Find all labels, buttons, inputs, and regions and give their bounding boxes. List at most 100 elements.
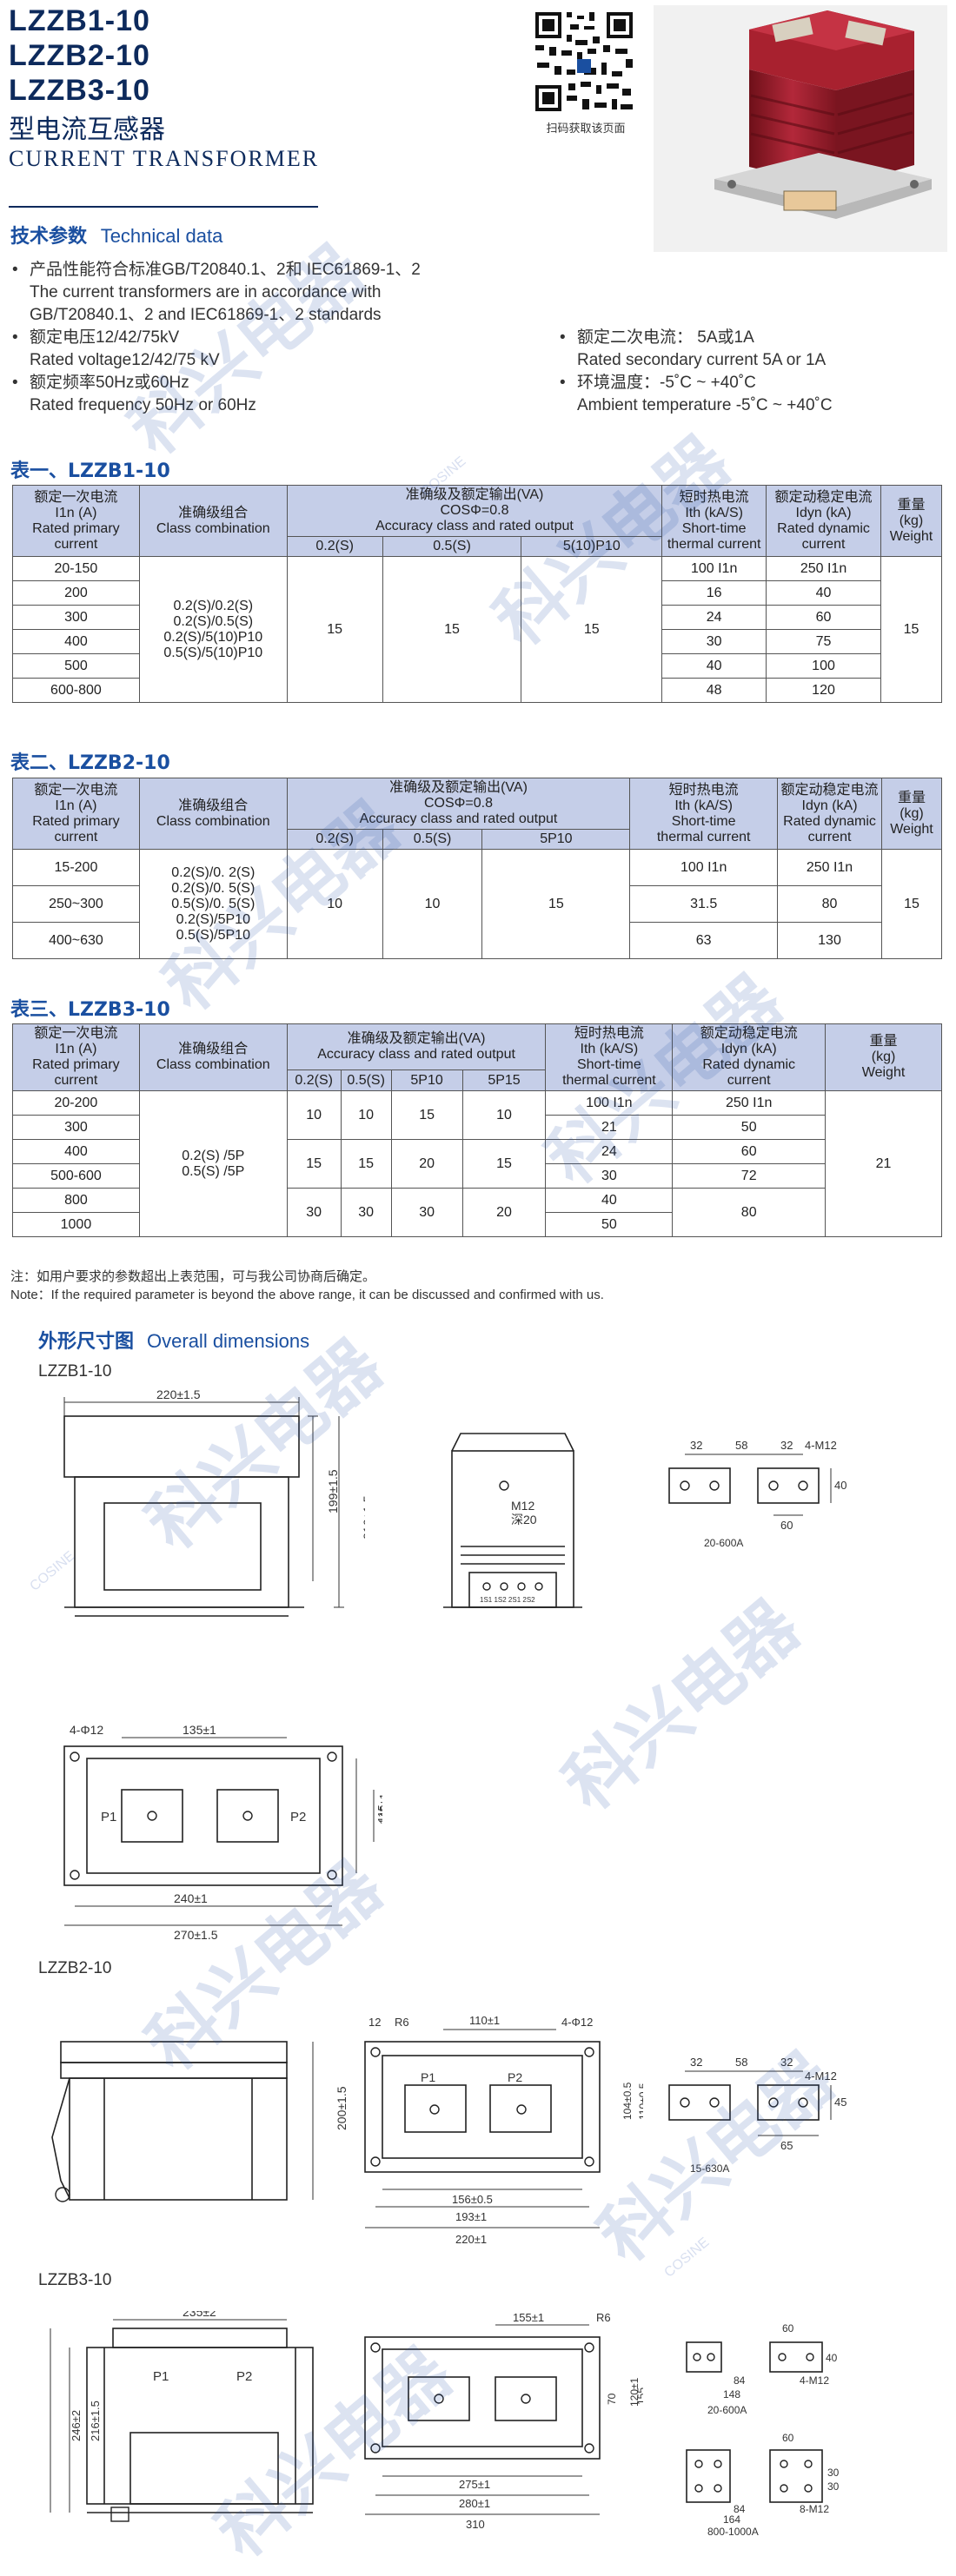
svg-text:110±0.5: 110±0.5 (637, 2083, 643, 2120)
t1-primary: 500 (12, 653, 140, 679)
t1-thermal: 24 (661, 605, 767, 630)
t3-h-acc-col: 5P15 (461, 1069, 547, 1091)
t3-primary: 20-200 (12, 1090, 140, 1116)
svg-text:P1: P1 (153, 2369, 169, 2384)
svg-text:R6: R6 (596, 2311, 611, 2324)
svg-text:60: 60 (782, 2432, 794, 2444)
t3-primary: 1000 (12, 1212, 140, 1237)
svg-text:60: 60 (780, 1519, 793, 1532)
svg-text:32: 32 (690, 2056, 702, 2069)
t1-primary: 600-800 (12, 678, 140, 703)
lzzb1-front-drawing: 220±1.5 199±1.5 216±1.5 (63, 1390, 365, 1617)
svg-text:32: 32 (780, 2056, 793, 2069)
svg-text:15-630A: 15-630A (690, 2162, 729, 2175)
qr-code[interactable] (532, 9, 636, 115)
svg-text:30: 30 (827, 2480, 840, 2493)
svg-text:164: 164 (723, 2513, 740, 2526)
svg-text:8-M12: 8-M12 (800, 2503, 829, 2515)
table-row: 300 21 50 (12, 1115, 942, 1140)
t3-acc-val: 10 (340, 1090, 392, 1140)
svg-text:275±1: 275±1 (459, 2478, 490, 2491)
svg-text:60: 60 (782, 2322, 794, 2334)
svg-text:148: 148 (723, 2388, 740, 2401)
svg-text:120±1: 120±1 (628, 2377, 641, 2407)
t3-acc-val: 15 (286, 1139, 342, 1189)
svg-text:深20: 深20 (511, 1513, 537, 1526)
t2-h-acc-col: 0.5(S) (382, 829, 483, 850)
svg-text:220±1.5: 220±1.5 (156, 1390, 201, 1401)
t2-acc-val: 10 (286, 849, 383, 959)
tech-heading-en: Technical data (100, 225, 223, 247)
t1-primary: 20-150 (12, 556, 140, 581)
lzzb2-front-drawing: 200±1.5 (51, 2041, 348, 2202)
t2-primary: 15-200 (12, 849, 140, 886)
t3-weight: 21 (825, 1090, 942, 1237)
svg-text:20-600A: 20-600A (707, 2404, 747, 2416)
svg-text:800-1000A: 800-1000A (707, 2526, 759, 2537)
svg-text:70: 70 (606, 2393, 618, 2405)
svg-text:40: 40 (834, 1479, 846, 1492)
svg-text:220±1: 220±1 (455, 2233, 487, 2246)
spec-standard-cn: 产品性能符合标准GB/T20840.1、2和 IEC61869-1、2 (30, 261, 421, 279)
svg-text:R6: R6 (395, 2016, 409, 2029)
model-1: LZZB1-10 (9, 4, 150, 37)
svg-text:P2: P2 (290, 1810, 306, 1824)
t2-thermal: 100 I1n (629, 849, 779, 886)
t3-h-weight: 重量(kg)Weight (825, 1023, 942, 1091)
t3-h-acc-col: 5P10 (390, 1069, 463, 1091)
type-en: CURRENT TRANSFORMER (9, 146, 320, 171)
svg-text:58: 58 (735, 1439, 747, 1452)
svg-text:40: 40 (826, 2352, 838, 2364)
svg-text:155: 155 (635, 2387, 643, 2405)
spec-voltage-cn: 额定电压12/42/75kV (30, 328, 180, 347)
t3-acc-val: 10 (286, 1090, 342, 1140)
dimensions-heading-cn: 外形尺寸图 (38, 1331, 135, 1353)
spec-standard-en-2: GB/T20840.1、2 and IEC61869-1、2 standards (30, 306, 382, 324)
t2-class: 0.2(S)/0. 2(S)0.2(S)/0. 5(S)0.5(S)/0. 5(… (138, 849, 288, 959)
t3-acc-val: 30 (390, 1188, 463, 1237)
table-row: 20-150 0.2(S)/0.2(S)0.2(S)/0.5(S)0.2(S)/… (12, 556, 943, 703)
t1-acc-val: 15 (382, 556, 522, 703)
t3-acc-val: 15 (390, 1090, 463, 1140)
svg-text:45: 45 (834, 2096, 846, 2109)
t1-weight: 15 (880, 556, 943, 703)
spec-frequency-cn: 额定频率50Hz或60Hz (30, 374, 189, 392)
t1-h-acc-col: 5(10)P10 (521, 536, 663, 557)
spec-item-temperature: • 环境温度：-5˚C ~ +40˚C Ambient temperature … (560, 372, 942, 417)
t2-thermal: 31.5 (629, 885, 779, 923)
spec-secondary-cn: 额定二次电流： 5A或1A (577, 328, 754, 347)
t3-h-acc-col: 0.2(S) (286, 1069, 342, 1091)
t3-thermal: 30 (545, 1163, 674, 1189)
spec-item-voltage: • 额定电压12/42/75kV Rated voltage12/42/75 k… (12, 327, 568, 372)
svg-text:65: 65 (780, 2139, 793, 2152)
t1-dynamic: 250 I1n (766, 556, 881, 581)
note-cn: 注：如用户要求的参数超出上表范围，可与我公司协商后确定。 (10, 1269, 376, 1284)
spec-item-frequency: • 额定频率50Hz或60Hz Rated frequency 50Hz or … (12, 372, 568, 417)
t1-dynamic: 60 (766, 605, 881, 630)
svg-text:4-M12: 4-M12 (805, 2069, 837, 2083)
t2-weight: 15 (880, 849, 943, 959)
t1-h-weight: 重量(kg)Weight (880, 485, 943, 557)
t2-acc-val: 15 (481, 849, 631, 959)
table-row: 15-200 0.2(S)/0. 2(S)0.2(S)/0. 5(S)0.5(S… (12, 849, 943, 959)
svg-text:32: 32 (690, 1439, 702, 1452)
t2-primary: 250~300 (12, 885, 140, 923)
svg-text:P2: P2 (508, 2070, 522, 2084)
spec-temperature-cn: 环境温度：-5˚C ~ +40˚C (577, 374, 756, 392)
table-row: 1000 50 (12, 1212, 942, 1237)
t2-acc-val: 10 (382, 849, 483, 959)
svg-text:4-Φ12: 4-Φ12 (561, 2016, 593, 2029)
